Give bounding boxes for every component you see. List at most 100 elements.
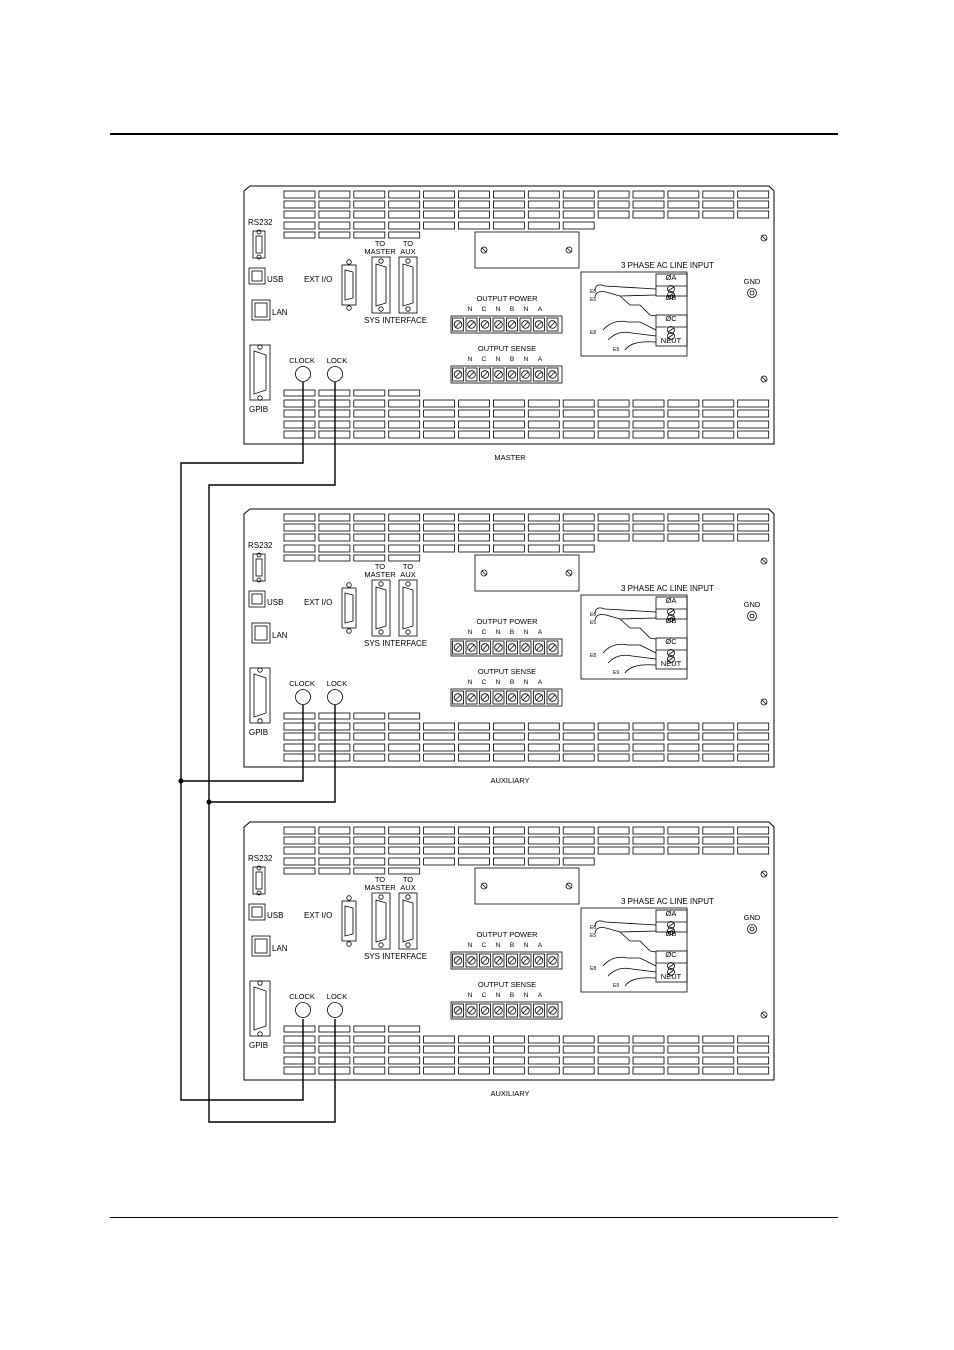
terminal-slot (522, 321, 529, 328)
terminal (533, 317, 545, 332)
cover-plate (474, 867, 580, 905)
vent-slot (283, 389, 316, 397)
phase-box (655, 909, 688, 933)
screw-icon (480, 246, 488, 254)
vent-slot (527, 399, 560, 408)
line-wire (602, 320, 657, 331)
phase-label-1: ØB (666, 616, 677, 625)
vent-slot (318, 544, 351, 553)
terminal-slot (482, 371, 488, 378)
vent-slot (283, 190, 316, 199)
vent-slot (492, 826, 525, 835)
clock-cable-branch (181, 705, 304, 782)
vent-slot (283, 826, 316, 835)
phase-box (655, 314, 688, 347)
vent-slot (353, 1066, 386, 1075)
vent-slot (388, 826, 421, 835)
terminal-slot (536, 1007, 542, 1014)
vent-slot (737, 409, 770, 418)
vent-slots-top (283, 826, 770, 875)
vent-slot (562, 1066, 595, 1075)
vent-slot (597, 409, 630, 418)
vent-slot (492, 430, 525, 439)
vent-slot (632, 523, 665, 532)
e-label-0: E6 (590, 612, 596, 618)
e-label-0: E6 (590, 289, 596, 295)
junction-dot (206, 799, 212, 805)
vent-slot (318, 826, 351, 835)
vent-slot (492, 1056, 525, 1065)
terminal-slot (468, 371, 475, 378)
vent-slot (527, 409, 560, 418)
terminal-letter: C (482, 679, 487, 686)
connector-inner (402, 899, 414, 943)
screw-icon (378, 581, 384, 587)
screw-icon (346, 582, 352, 588)
phase-label-3: NEUT (661, 336, 682, 345)
vent-slot (353, 544, 386, 553)
terminal-letter: N (524, 679, 529, 686)
terminal-letter: B (510, 629, 514, 636)
terminal-screw (521, 693, 530, 702)
terminal-screw (494, 370, 503, 379)
terminal-slot (509, 1007, 515, 1014)
vent-slot (318, 190, 351, 199)
vent-slot (667, 420, 700, 429)
vent-slot (737, 1045, 770, 1054)
to-aux-label-line2: AUX (400, 570, 415, 579)
vent-slot (702, 513, 735, 522)
vent-slot (283, 544, 316, 553)
terminal (492, 317, 505, 332)
unit-caption: AUXILIARY (490, 1089, 529, 1098)
vent-slot (423, 523, 456, 532)
terminal-letter: N (524, 306, 529, 313)
vent-slot (562, 409, 595, 418)
vent-slot (667, 409, 700, 418)
lan-label: LAN (272, 944, 288, 953)
vent-slot (318, 210, 351, 219)
terminal-slot (667, 327, 675, 333)
terminal-screw (480, 1006, 490, 1015)
vent-slot (632, 533, 665, 542)
screw-slot (761, 699, 767, 705)
sys-interface-label: SYS INTERFACE (364, 639, 427, 648)
ext-io-label: EXT I/O (304, 275, 332, 284)
terminal-screw (467, 1006, 476, 1015)
phase-label-0: ØA (666, 273, 677, 282)
lan-port-inner (254, 302, 268, 318)
vent-slot (702, 190, 735, 199)
screw-slot (761, 1012, 767, 1018)
screw-icon (378, 258, 384, 264)
chassis-outline (243, 185, 775, 445)
vent-slot (458, 1056, 490, 1065)
vent-slot (492, 732, 525, 741)
terminal-screw (521, 1006, 530, 1015)
terminal-slot (455, 694, 461, 701)
screw-icon (405, 306, 411, 312)
terminal (546, 367, 559, 382)
vent-slot (353, 554, 386, 562)
terminal (533, 367, 545, 382)
terminal (492, 640, 505, 655)
terminal-screw (548, 693, 557, 702)
vent-slot (283, 1025, 316, 1033)
vent-slots-bottom (283, 712, 770, 762)
terminal (506, 317, 518, 332)
vent-slot (667, 210, 700, 219)
vent-slot (423, 1035, 456, 1044)
terminal-slot (495, 371, 502, 378)
ext-io-connector-inner (344, 269, 354, 301)
vent-slot (388, 409, 421, 418)
terminal-screw (534, 693, 544, 702)
vent-slot (353, 190, 386, 199)
terminal (452, 640, 464, 655)
usb-label: USB (267, 598, 283, 607)
screw-slot (481, 247, 487, 253)
vent-slot (737, 722, 770, 731)
terminal (506, 640, 518, 655)
line-input-label: 3 PHASE AC LINE INPUT (621, 584, 714, 593)
terminal-screw (548, 370, 557, 379)
connector-inner (375, 586, 387, 630)
ext-io-connector (341, 587, 357, 629)
terminal-slot (509, 371, 515, 378)
